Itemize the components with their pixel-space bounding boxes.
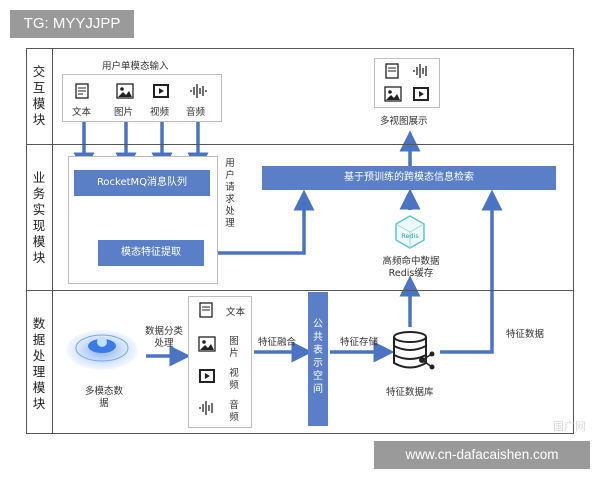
row-divider-2 (26, 290, 574, 291)
common-space-box: 公共表示空间 (308, 292, 328, 426)
architecture-frame (26, 48, 574, 434)
database-icon (393, 331, 435, 370)
video-icon (153, 84, 169, 98)
text-doc-icon (385, 63, 399, 79)
arrow-extract-to-retrieval (204, 189, 315, 255)
video-icon (199, 369, 215, 383)
data-classify-label: 数据分类处理 (144, 326, 183, 349)
image-icon (198, 336, 216, 352)
input-title: 用户单模态输入 (102, 61, 169, 72)
modality-label-text: 文本 (226, 307, 246, 318)
multiview-display-label: 多视图展示 (380, 116, 428, 127)
audio-wave-icon (190, 84, 207, 98)
video-icon (413, 87, 429, 101)
input-label-audio: 音频 (186, 107, 206, 118)
image-icon (384, 86, 402, 102)
redis-cache-label: 高频命中数据Redis缓存 (382, 256, 440, 279)
label-column-divider (52, 48, 53, 434)
input-label-video: 视频 (150, 107, 170, 118)
modality-label-image: 图片 (229, 336, 239, 359)
multimodal-data-label: 多模态数据 (84, 386, 123, 409)
input-label-image: 图片 (114, 107, 134, 118)
common-space-label: 公共表示空间 (313, 319, 323, 395)
input-label-text: 文本 (72, 107, 92, 118)
row-label-business: 业务实现模块 (32, 170, 46, 265)
footer-url-banner[interactable]: www.cn-dafacaishen.com (374, 441, 590, 469)
watermark-text: 国广网 (553, 420, 586, 433)
redis-icon-text: Redis (401, 232, 419, 240)
modalities-box (188, 296, 252, 428)
user-request-label: 用户请求处理 (225, 158, 235, 229)
feature-data-label: 特征数据 (506, 329, 545, 340)
redis-cube-icon: Redis (395, 215, 425, 249)
feature-fusion-label: 特征融合 (258, 337, 297, 348)
modality-label-audio: 音频 (229, 400, 239, 423)
row-label-data: 数据处理模块 (32, 316, 46, 411)
multimodal-data-icon (66, 330, 138, 370)
image-icon (116, 83, 134, 99)
audio-wave-icon (413, 64, 427, 78)
retrieval-box: 基于预训练的跨模态信息检索 (262, 166, 556, 190)
text-doc-icon (199, 302, 213, 318)
rocketmq-queue-box: RocketMQ消息队列 (74, 170, 210, 196)
feature-db-label: 特征数据库 (386, 387, 434, 398)
feature-extract-box: 模态特征提取 (98, 240, 204, 266)
text-doc-icon (75, 83, 89, 99)
input-modalities-box (62, 74, 222, 122)
row-label-interaction: 交互模块 (32, 64, 46, 127)
modality-label-video: 视频 (229, 368, 239, 391)
channel-tag: TG: MYYJJPP (10, 10, 134, 38)
feature-store-label: 特征存储 (340, 337, 379, 348)
audio-wave-icon (199, 401, 213, 415)
row-divider-1 (26, 144, 574, 145)
arrow-db-to-retrieval (440, 189, 503, 354)
